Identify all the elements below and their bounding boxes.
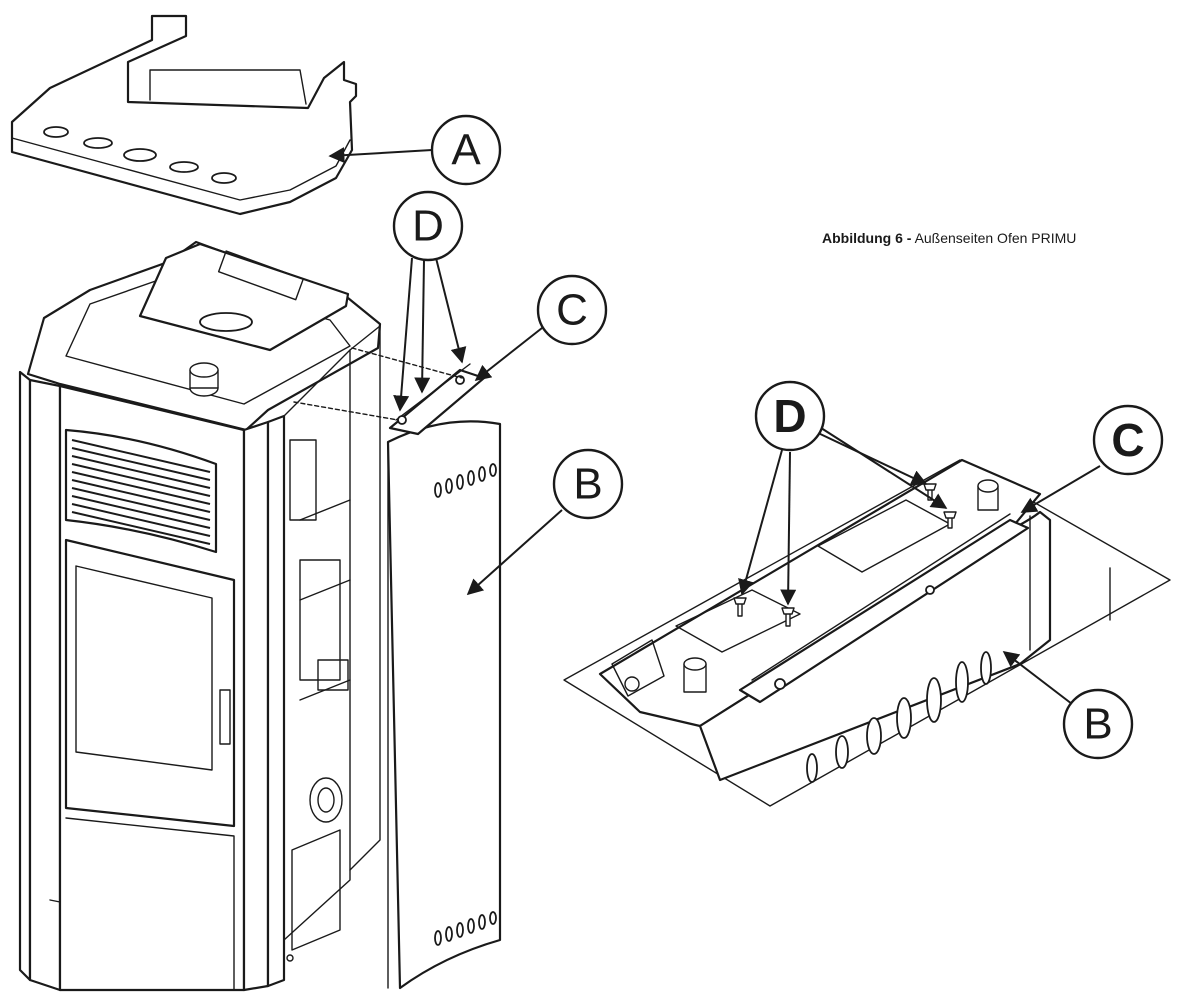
detail-callout-c: C [1111,414,1144,466]
detail-callout-b: B [1083,700,1112,749]
detail-callout-b-circle [1062,688,1134,760]
callout-b-circle [552,448,624,520]
callout-c: C [556,286,588,335]
callout-c-circle [536,274,608,346]
callout-d: D [412,202,444,251]
figure-caption: Abbildung 6 - Außenseiten Ofen PRIMU [822,230,1076,246]
detail-panel-holes [806,651,992,783]
stove-body [18,240,382,992]
figure-title: Außenseiten Ofen PRIMU [914,230,1077,246]
vent-grille [71,439,211,545]
detail-view [563,458,1171,807]
top-cover-part-a [10,14,358,216]
callout-a: A [451,126,481,175]
callout-d-circle [392,190,464,262]
side-panel-part-b [293,347,502,990]
detail-callout-c-circle [1092,404,1164,476]
callouts-detail: D C B [738,380,1164,760]
detail-callout-d-circle [754,380,826,452]
detail-screws [733,483,957,627]
callout-b: B [573,460,602,509]
callouts-main: A D C B [328,114,624,596]
detail-callout-d: D [773,390,806,442]
callout-a-circle [430,114,502,186]
cover-holes [43,126,237,184]
panel-holes-top [434,463,497,498]
panel-holes-bottom [434,911,497,946]
figure-label: Abbildung 6 - [822,230,912,246]
